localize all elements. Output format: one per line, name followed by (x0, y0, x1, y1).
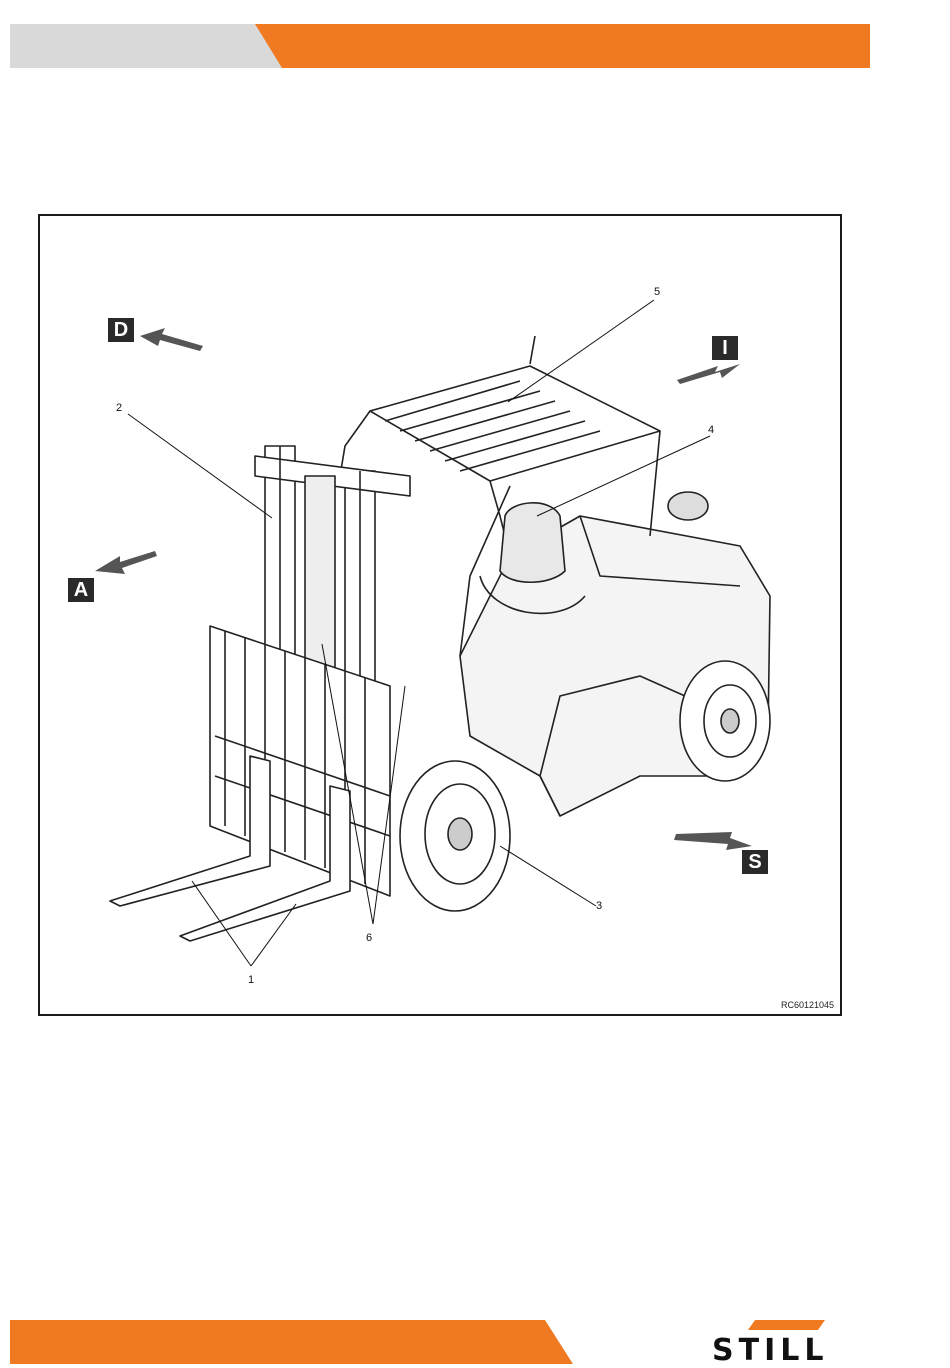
direction-label-s: S (742, 850, 768, 874)
figure-frame: 2 5 4 3 6 1 D I A S RC60121045 (38, 214, 842, 1016)
figure-id: RC60121045 (781, 1000, 834, 1010)
direction-label-a: A (68, 578, 94, 602)
direction-label-d: D (108, 318, 134, 342)
callout-label-1: 1 (248, 974, 254, 986)
still-logo: STILL (712, 1336, 828, 1366)
callout-label-2: 2 (116, 402, 122, 414)
callout-label-3: 3 (596, 900, 602, 912)
direction-label-i: I (712, 336, 738, 360)
callout-label-6: 6 (366, 932, 372, 944)
header-band (0, 0, 950, 80)
callout-label-4: 4 (708, 424, 714, 436)
callout-label-5: 5 (654, 286, 660, 298)
